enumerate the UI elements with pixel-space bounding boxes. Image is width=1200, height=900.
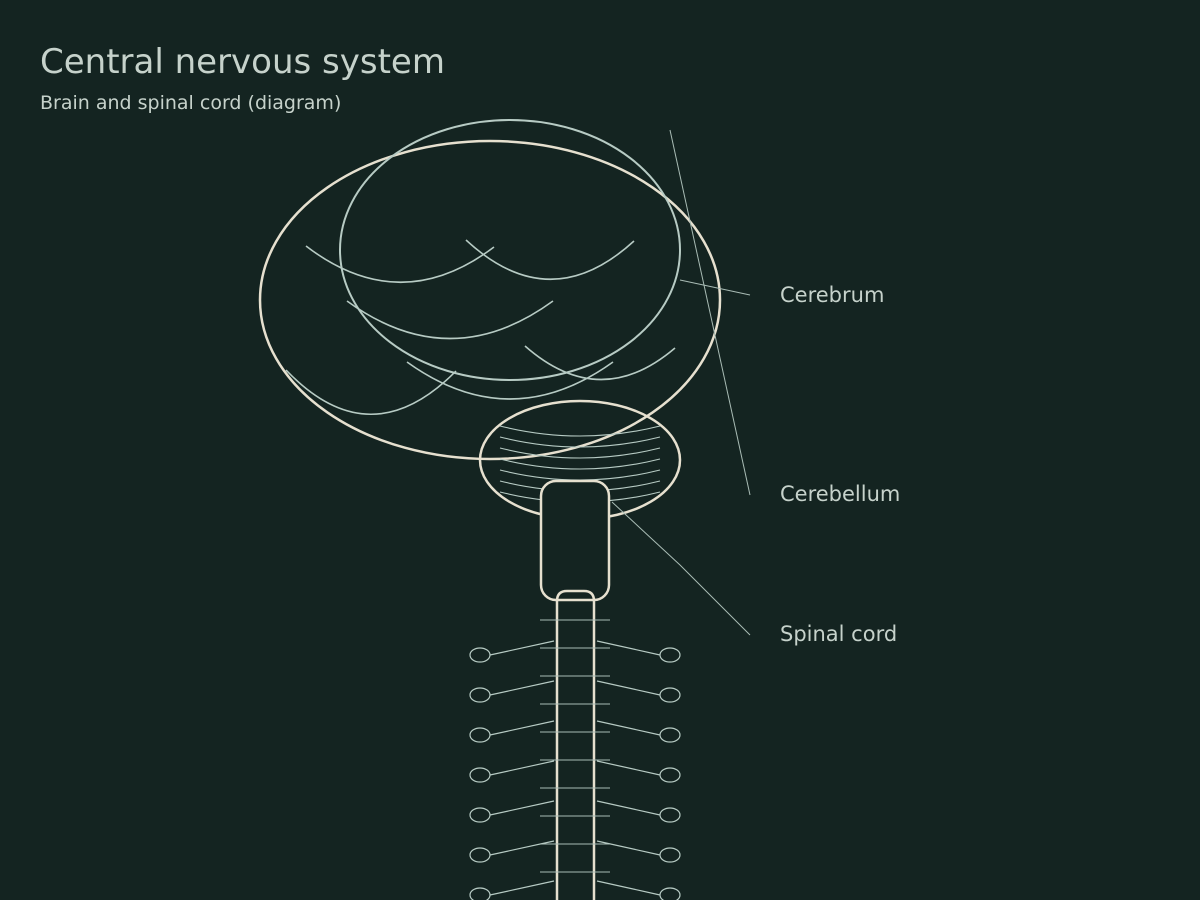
spinal-cord-outline (555, 589, 596, 900)
spinal-nerve-pair (469, 760, 681, 783)
cerebellum-leader-line (669, 129, 751, 496)
spinal-nerve-pair (469, 720, 681, 743)
spinal-cord-shape (540, 589, 610, 900)
cerebrum-folds (285, 239, 676, 415)
brainstem-shape (539, 479, 611, 602)
spinal-cord-label: Spinal cord (780, 622, 898, 646)
spinal-cord-leader-line (611, 501, 751, 636)
cerebrum-leader-line (679, 279, 751, 296)
page-subtitle: Brain and spinal cord (diagram) (40, 92, 342, 114)
spinal-nerve-pair (469, 680, 681, 703)
cerebrum-outer-outline (258, 139, 722, 461)
cerebellum-label: Cerebellum (780, 482, 901, 506)
cerebrum-label: Cerebrum (780, 283, 885, 307)
page-title: Central nervous system (40, 42, 445, 82)
leader-lines (611, 129, 751, 636)
spinal-nerve-pair (469, 640, 681, 663)
spinal-nerves (469, 640, 681, 900)
cerebrum-shape (258, 119, 722, 461)
spinal-nerve-pair (469, 880, 681, 900)
spinal-nerve-pair (469, 800, 681, 823)
spinal-nerve-pair (469, 840, 681, 863)
cerebrum-inner-outline (339, 119, 681, 381)
spinal-segments (540, 619, 610, 873)
